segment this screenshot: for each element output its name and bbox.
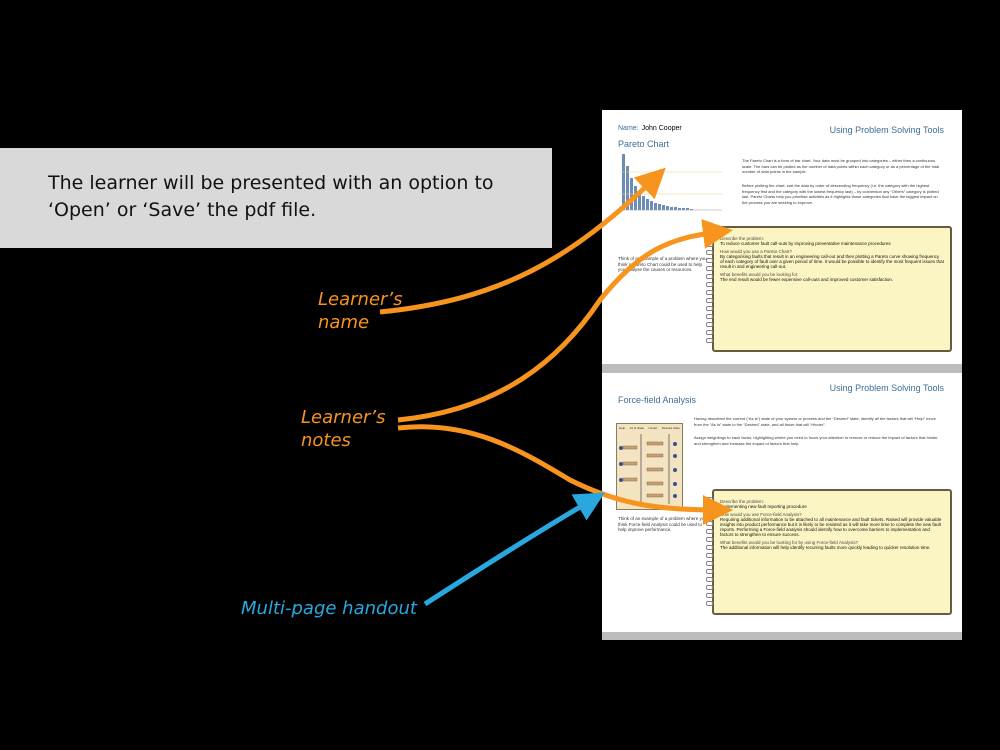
side-prompt: Think of an example of a problem where y… <box>618 516 707 532</box>
learner-notes-label: Learner’s notes <box>301 407 386 451</box>
learner-name-value: John Cooper <box>641 125 682 132</box>
notes-notebook[interactable]: Describe the problem: To reduce customer… <box>712 226 952 352</box>
question-2: How would you use Force-field Analysis? <box>720 512 802 517</box>
section-title: Force-field Analysis <box>618 395 697 405</box>
page-header: Using Problem Solving Tools <box>829 125 944 135</box>
multi-page-label: Multi-page handout <box>241 598 417 619</box>
question-1: Describe the problem: <box>720 499 765 504</box>
handout-preview: Name:John Cooper Using Problem Solving T… <box>602 110 962 640</box>
force-field-arrows <box>619 434 677 504</box>
force-field-diagram: Help As Is State Hinder Desired State <box>616 423 683 510</box>
page-separator <box>602 364 962 373</box>
answer-2: By categorising faults that result in an… <box>720 254 944 269</box>
handout-page-1: Name:John Cooper Using Problem Solving T… <box>602 110 962 365</box>
answer-1: To reduce customer fault call-outs by im… <box>720 241 891 246</box>
page-bottom-bar <box>602 632 962 640</box>
question-1: Describe the problem: <box>720 236 765 241</box>
name-label: Name: <box>618 125 639 132</box>
handout-page-2: Using Problem Solving Tools Force-field … <box>602 373 962 628</box>
answer-3: The end result would be fewer expensive … <box>720 277 894 282</box>
notes-content: Describe the problem: To reduce customer… <box>720 233 944 282</box>
notes-content: Describe the problem: Implementing new f… <box>720 496 944 550</box>
side-prompt: Think of an example of a problem where y… <box>618 256 707 272</box>
intro-text-2: Before plotting the chart, sort the data… <box>742 183 939 205</box>
question-3: What benefits would you be looking for: <box>720 272 799 277</box>
learner-name-label: Learner’s name <box>318 289 403 333</box>
multipage-arrow <box>423 492 605 607</box>
pareto-bars <box>622 154 693 210</box>
notes-notebook[interactable]: Describe the problem: Implementing new f… <box>712 489 952 615</box>
page-header: Using Problem Solving Tools <box>829 383 944 393</box>
intro-text-2: Assign weightings to each factor, highli… <box>694 435 938 446</box>
section-title: Pareto Chart <box>618 139 670 149</box>
callout-text: The learner will be presented with an op… <box>48 172 494 221</box>
pareto-chart <box>620 154 722 211</box>
answer-2: Requiring additional information to be a… <box>720 517 942 537</box>
name-field: Name:John Cooper <box>618 125 682 132</box>
intro-text: Having described the current (“As is”) s… <box>694 416 936 427</box>
answer-3: The additional information will help ide… <box>720 545 931 550</box>
answer-1: Implementing new fault reporting procedu… <box>720 504 807 509</box>
question-3: What benefits would you be looking for b… <box>720 540 859 545</box>
question-2: How would you use a Pareto Chart? <box>720 249 793 254</box>
intro-text: The Pareto Chart is a form of bar chart.… <box>742 158 940 174</box>
info-callout: The learner will be presented with an op… <box>0 148 552 248</box>
